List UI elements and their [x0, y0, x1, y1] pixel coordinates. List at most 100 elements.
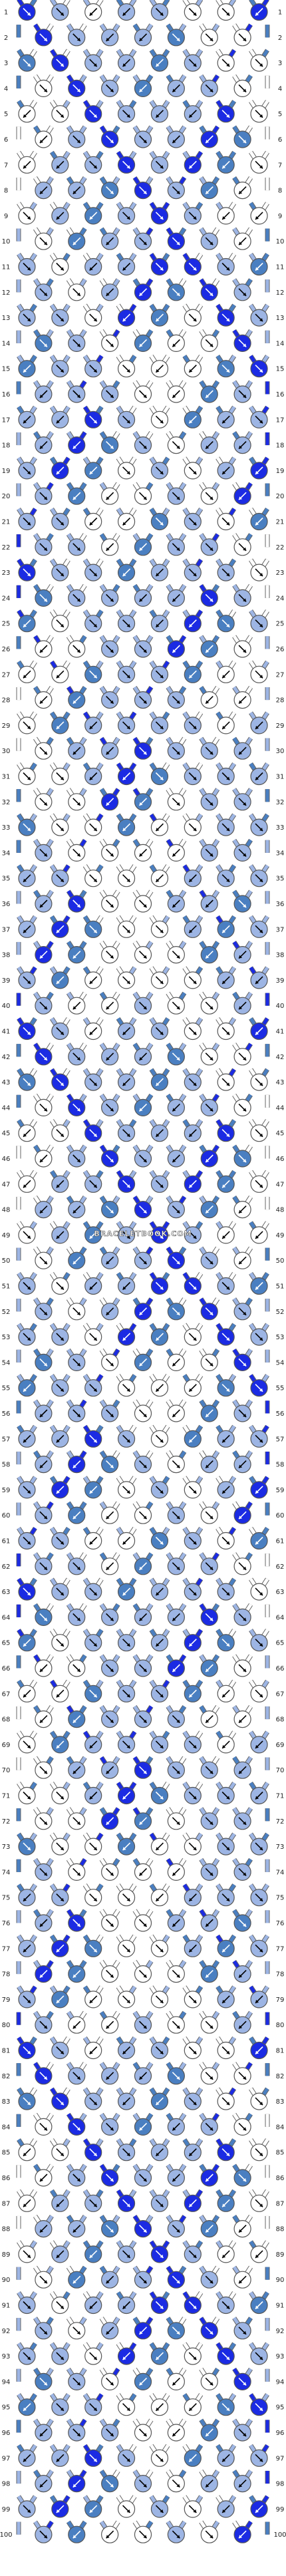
row-number-left: 7: [4, 162, 8, 169]
knot: [150, 1226, 169, 1244]
knot: [217, 2144, 235, 2162]
knot: [35, 2118, 53, 2136]
knot: [200, 2271, 218, 2289]
row-number-left: 44: [2, 1104, 11, 1112]
row-number-right: 15: [276, 366, 285, 373]
knot: [51, 1786, 69, 1805]
knot: [184, 54, 202, 72]
knot: [68, 640, 86, 658]
knot: [184, 2092, 202, 2110]
knot: [101, 2271, 119, 2289]
knot: [101, 2016, 119, 2034]
row-number-left: 27: [2, 671, 11, 679]
knot: [250, 309, 268, 327]
knot: [35, 793, 53, 811]
knot: [150, 462, 169, 480]
knot: [217, 1277, 235, 1295]
knot: [35, 487, 53, 505]
knot: [51, 1073, 69, 1091]
knot: [184, 1736, 202, 1754]
knot: [117, 2092, 136, 2110]
knot: [68, 1914, 86, 1932]
row-number-left: 100: [0, 2531, 13, 2539]
knot: [35, 691, 53, 709]
knot: [51, 207, 69, 225]
knot: [84, 665, 102, 683]
knot: [68, 1659, 86, 1677]
knot: [84, 309, 102, 327]
knot: [18, 1736, 36, 1754]
row-number-left: 9: [4, 213, 8, 220]
knot: [233, 2220, 251, 2238]
knot: [233, 2169, 251, 2187]
knot: [35, 2271, 53, 2289]
knot: [150, 207, 169, 225]
knot: [167, 1608, 185, 1626]
knot: [184, 564, 202, 581]
row-number-right: 14: [276, 340, 285, 347]
knot: [101, 538, 119, 556]
knot: [233, 742, 251, 760]
knot: [184, 2500, 202, 2518]
knot: [117, 360, 136, 378]
knot: [200, 487, 218, 505]
knot: [18, 1939, 36, 1957]
row-number-right: 11: [276, 264, 285, 271]
row-number-left: 8: [4, 188, 8, 195]
knot: [117, 615, 136, 633]
row-number-right: 42: [276, 1054, 285, 1061]
row-number-right: 19: [276, 468, 285, 475]
knot: [233, 1200, 251, 1219]
row-number-right: 89: [276, 2251, 285, 2259]
knot: [217, 1736, 235, 1754]
knot: [233, 1303, 251, 1321]
knot: [101, 2525, 119, 2543]
knot: [117, 462, 136, 480]
knot: [84, 207, 102, 225]
knot: [18, 1328, 36, 1346]
knot: [134, 1863, 152, 1881]
row-number-left: 4: [4, 85, 8, 92]
knot: [167, 2016, 185, 2034]
row-number-right: 39: [276, 977, 285, 985]
knot: [101, 997, 119, 1015]
knot: [250, 920, 268, 938]
knot: [200, 385, 218, 403]
knot: [35, 385, 53, 403]
knot: [167, 436, 185, 454]
knot: [68, 436, 86, 454]
knot: [18, 410, 36, 428]
knot: [150, 1583, 169, 1601]
knot: [233, 1251, 251, 1269]
knot: [250, 54, 268, 72]
knot: [18, 1175, 36, 1193]
knot: [184, 870, 202, 887]
row-number-right: 91: [276, 2303, 285, 2310]
knot: [150, 971, 169, 989]
knot: [134, 1659, 152, 1677]
knot: [18, 1226, 36, 1244]
knot: [35, 1863, 53, 1881]
row-number-left: 43: [2, 1079, 11, 1086]
knot: [35, 538, 53, 556]
knot: [167, 130, 185, 148]
knot: [18, 1583, 36, 1601]
knot: [68, 2271, 86, 2289]
knot: [117, 2500, 136, 2518]
knot: [150, 2296, 169, 2315]
knot: [18, 309, 36, 327]
knot: [150, 1634, 169, 1652]
knot: [84, 2144, 102, 2162]
knot: [250, 767, 268, 786]
knot: [250, 1277, 268, 1295]
knot: [101, 232, 119, 250]
knot: [134, 29, 152, 47]
knot: [150, 360, 169, 378]
knot: [200, 1150, 218, 1168]
knot: [101, 334, 119, 353]
knot: [51, 2144, 69, 2162]
knot: [184, 3, 202, 21]
knot: [35, 640, 53, 658]
knot: [101, 1557, 119, 1575]
knot: [117, 870, 136, 887]
